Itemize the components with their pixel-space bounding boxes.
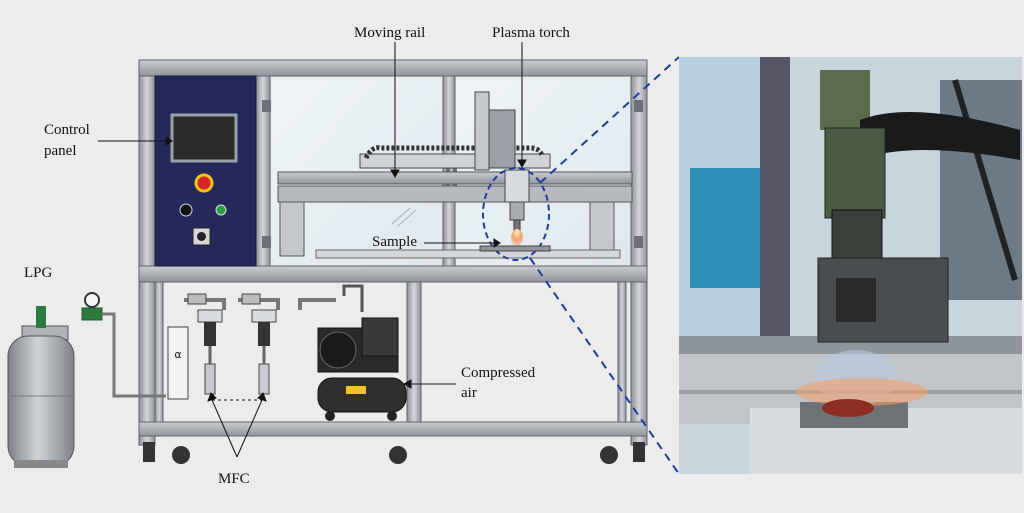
torch-photo: [679, 57, 1022, 474]
svg-text:α: α: [174, 348, 181, 361]
lpg-hose: [102, 312, 166, 398]
callout-lines: [529, 56, 680, 475]
mfc-label: MFC: [218, 471, 250, 487]
compressed-air-label-line1: Compressed: [461, 365, 536, 381]
machine-frame: [138, 59, 648, 446]
sample-label: Sample: [372, 234, 417, 250]
sample-in-flame: [822, 399, 874, 417]
mfc-assembly: α: [167, 293, 336, 400]
moving-rail-label: Moving rail: [354, 25, 426, 41]
mfc-2: [251, 309, 277, 323]
selector-switch-left: [179, 203, 193, 217]
control-panel-label-line2: panel: [44, 143, 77, 159]
control-panel-label-line1: Control: [44, 122, 90, 138]
cable-chain: [363, 145, 545, 160]
leader-lines: [98, 42, 527, 458]
pressure-gauge: [84, 292, 100, 308]
plasma-flame: [511, 229, 523, 247]
glass-reflection: [391, 207, 417, 227]
casters: [143, 442, 645, 464]
compressed-air-label-line2: air: [461, 385, 477, 401]
lpg-label: LPG: [24, 265, 53, 281]
green-button: [215, 204, 227, 216]
torch-callout-circle: [482, 167, 550, 261]
lpg-cylinder: [7, 292, 166, 468]
hmi-screen: [170, 113, 238, 163]
flow-controller-box: [167, 326, 189, 400]
mfc-1: [197, 309, 223, 323]
air-compressor: [317, 284, 407, 421]
plasma-torch-label: Plasma torch: [492, 25, 570, 41]
control-panel: [154, 75, 257, 267]
sample-plate: [479, 245, 551, 252]
emergency-stop-button: [194, 173, 214, 193]
plasma-torch-assembly: [474, 91, 550, 261]
